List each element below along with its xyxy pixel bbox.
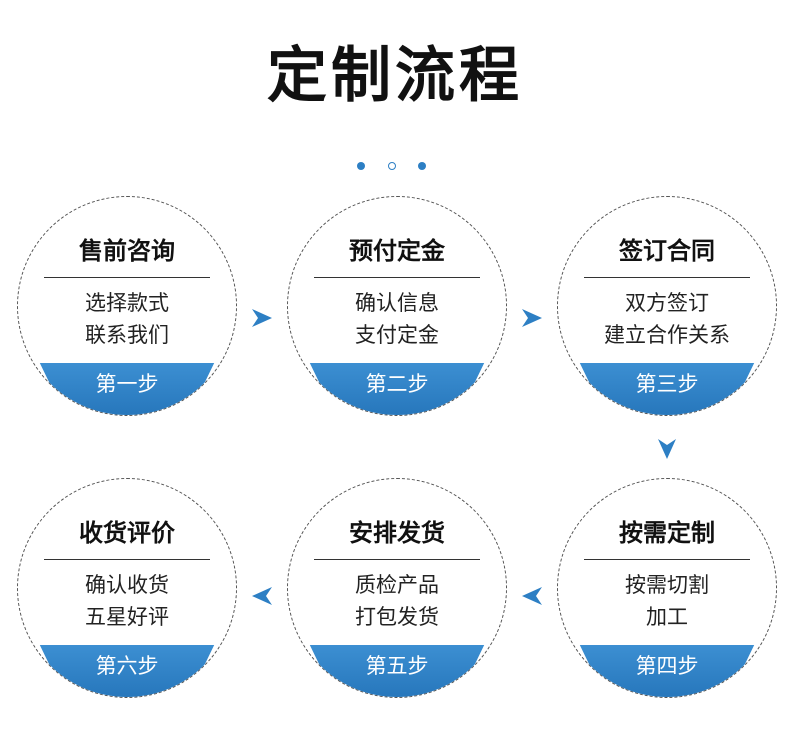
dot-indicator — [357, 162, 365, 170]
step-detail: 确认信息 — [355, 291, 439, 315]
page-title: 定制流程 — [267, 41, 523, 111]
step-label: 第三步 — [635, 372, 699, 396]
step-detail: 双方签订 — [625, 291, 709, 315]
step-label: 第一步 — [95, 372, 159, 396]
step-label: 第六步 — [95, 654, 159, 678]
step-title: 安排发货 — [349, 519, 445, 547]
step-detail: 联系我们 — [85, 323, 169, 347]
dot-indicator — [418, 162, 426, 170]
divider — [314, 277, 480, 278]
step-detail: 支付定金 — [355, 323, 439, 347]
arrow-down-icon — [658, 439, 676, 459]
step-2-circle: 预付定金 确认信息 支付定金 第二步 — [287, 196, 507, 416]
step-label: 第二步 — [365, 372, 429, 396]
step-detail: 加工 — [646, 605, 688, 629]
step-5-circle: 安排发货 质检产品 打包发货 第五步 — [287, 478, 507, 698]
step-title: 预付定金 — [349, 237, 445, 265]
pagination-dots — [0, 160, 790, 174]
step-label-band — [579, 645, 755, 697]
step-label-band — [579, 363, 755, 415]
dot-indicator-active — [388, 162, 396, 170]
step-detail: 建立合作关系 — [604, 323, 730, 347]
divider — [584, 277, 750, 278]
arrow-right-icon — [522, 309, 542, 327]
step-label: 第四步 — [635, 654, 699, 678]
step-label-band — [39, 645, 215, 697]
divider — [584, 559, 750, 560]
divider — [44, 277, 210, 278]
step-1-circle: 售前咨询 选择款式 联系我们 第一步 — [17, 196, 237, 416]
arrow-left-icon — [252, 587, 272, 605]
step-detail: 打包发货 — [355, 605, 439, 629]
step-title: 签订合同 — [619, 237, 715, 265]
step-title: 按需定制 — [619, 519, 715, 547]
divider — [314, 559, 480, 560]
step-label-band — [309, 363, 485, 415]
step-title: 售前咨询 — [79, 237, 175, 265]
step-label-band — [309, 645, 485, 697]
step-detail: 确认收货 — [85, 573, 169, 597]
step-detail: 按需切割 — [625, 573, 709, 597]
step-detail: 五星好评 — [85, 605, 169, 629]
divider — [44, 559, 210, 560]
arrow-right-icon — [252, 309, 272, 327]
step-title: 收货评价 — [79, 519, 175, 547]
step-label-band — [39, 363, 215, 415]
step-detail: 质检产品 — [355, 573, 439, 597]
step-4-circle: 按需定制 按需切割 加工 第四步 — [557, 478, 777, 698]
arrow-left-icon — [522, 587, 542, 605]
step-detail: 选择款式 — [85, 291, 169, 315]
step-6-circle: 收货评价 确认收货 五星好评 第六步 — [17, 478, 237, 698]
step-3-circle: 签订合同 双方签订 建立合作关系 第三步 — [557, 196, 777, 416]
step-label: 第五步 — [365, 654, 429, 678]
